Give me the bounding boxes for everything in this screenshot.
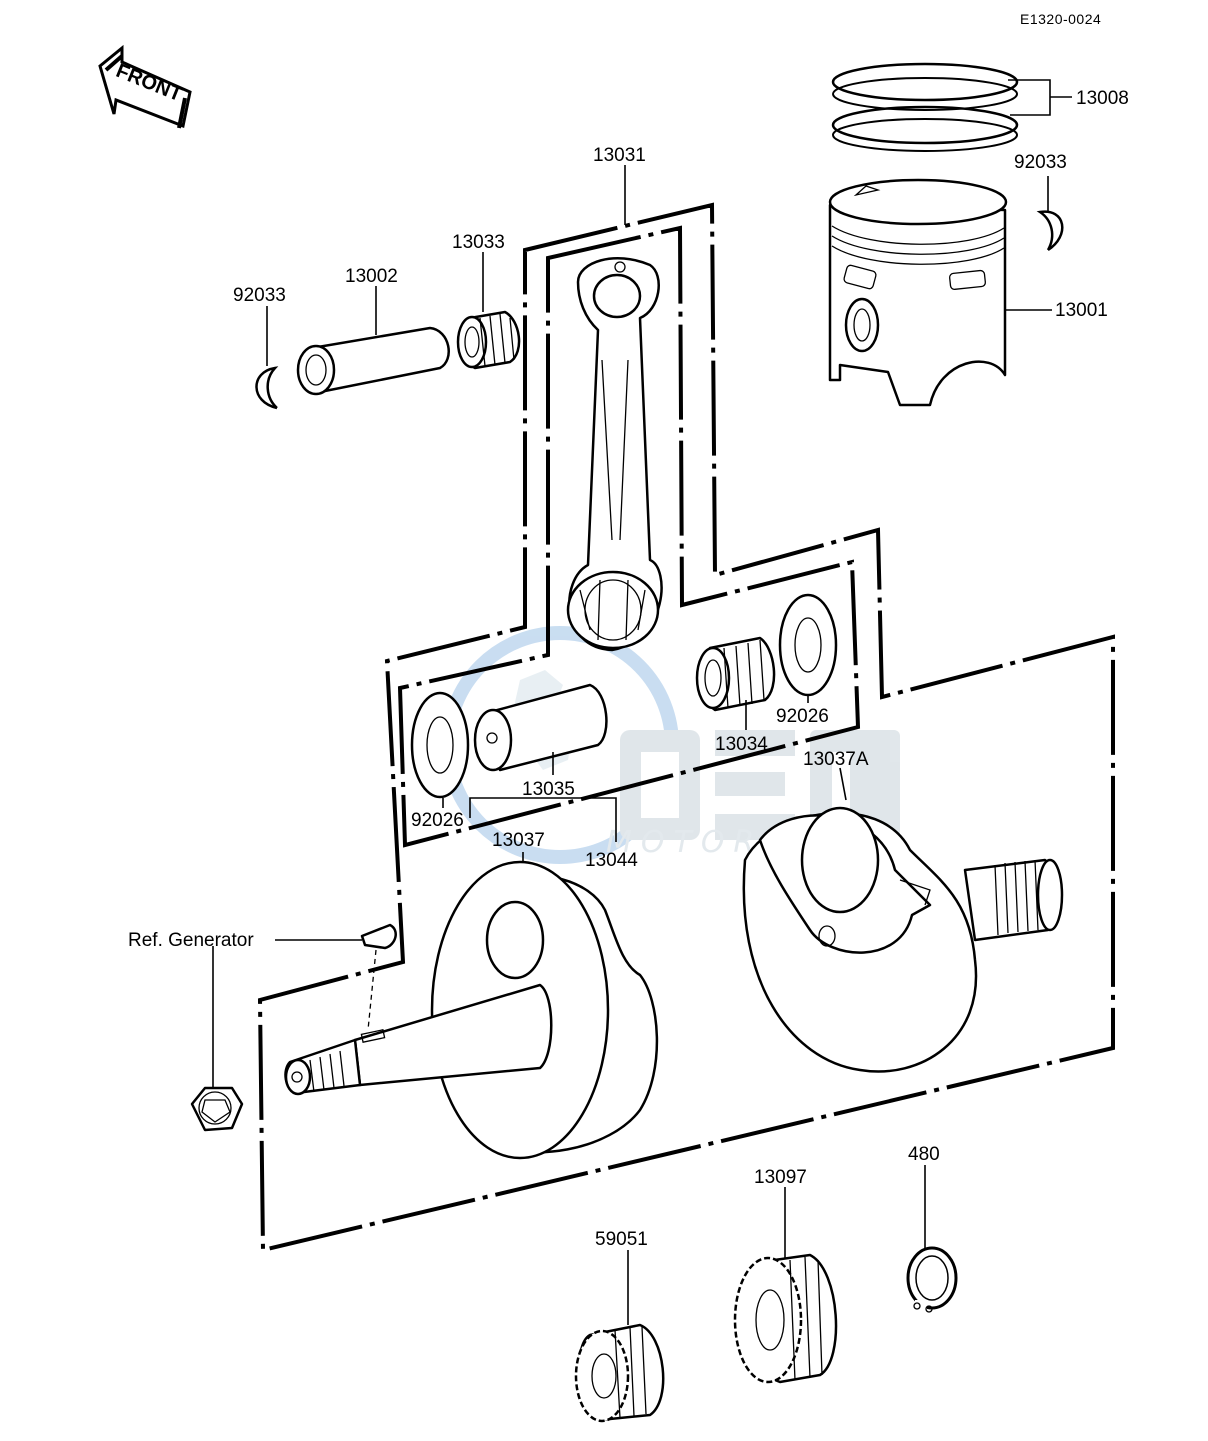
gear-small-icon [574, 1323, 665, 1423]
connecting-rod-icon [566, 257, 663, 652]
label-gear-small: 59051 [595, 1229, 648, 1250]
piston-rings [831, 62, 1019, 152]
label-gear-large: 13097 [754, 1167, 807, 1188]
label-connecting-rod: 13031 [593, 145, 646, 166]
crankshaft-assembly-outline [257, 202, 1115, 1253]
needle-bearing-small-icon [456, 310, 521, 370]
label-washer-left: 92026 [411, 810, 464, 831]
label-circlip-right: 92033 [1014, 152, 1067, 173]
label-piston-pin: 13002 [345, 266, 398, 287]
label-flywheel-right: 13037A [803, 749, 869, 770]
circlip-right-icon [1036, 210, 1064, 252]
label-ring-set: 13008 [1076, 88, 1129, 109]
connecting-rod-set-outline [397, 225, 861, 848]
thrust-washer-left-icon [410, 691, 470, 799]
crank-pin-icon [473, 683, 608, 772]
label-crankshaft-assy: 13044 [585, 850, 638, 871]
label-flywheel-left: 13037 [492, 830, 545, 851]
snap-ring-icon [906, 1246, 958, 1313]
circlip-left-icon [255, 366, 279, 410]
piston-pin-icon [296, 326, 450, 396]
flywheel-left-icon [284, 860, 659, 1160]
label-needle-bearing-small: 13033 [452, 232, 505, 253]
piston-icon [828, 178, 1008, 407]
thrust-washer-right-icon [778, 593, 838, 697]
label-generator-ref: Ref. Generator [128, 930, 254, 951]
label-circlip-left: 92033 [233, 285, 286, 306]
drawing-code: E1320-0024 [1020, 11, 1101, 27]
label-washer-right: 92026 [776, 706, 829, 727]
front-arrow-icon: FRONT [98, 44, 192, 129]
label-snap-ring: 480 [908, 1144, 940, 1165]
gear-large-icon [733, 1253, 838, 1384]
woodruff-key-icon [360, 923, 397, 950]
label-piston: 13001 [1055, 300, 1108, 321]
flywheel-right-icon [742, 806, 1064, 1073]
needle-bearing-big-icon [695, 636, 776, 712]
label-crank-pin: 13035 [522, 779, 575, 800]
flywheel-nut-icon [190, 1086, 244, 1132]
label-needle-bearing-big: 13034 [715, 734, 768, 755]
